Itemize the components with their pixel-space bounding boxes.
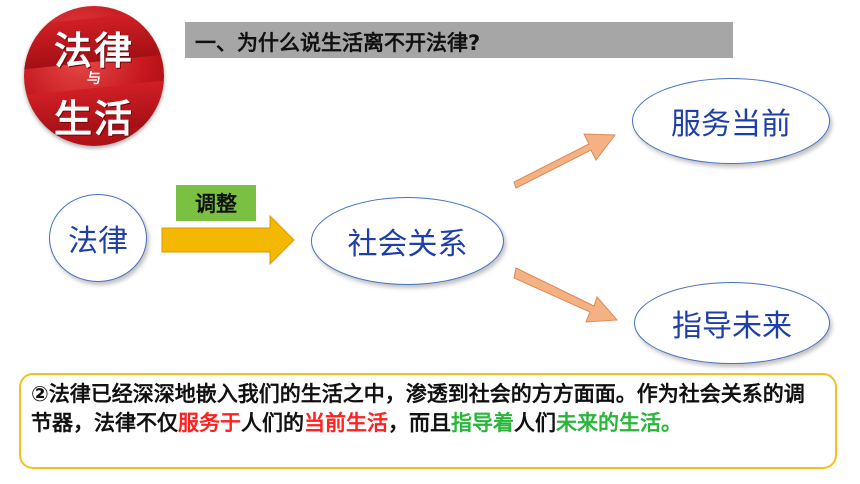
node-law-label: 法律	[68, 224, 128, 259]
arrow-to-guide	[513, 267, 619, 323]
note-highlight-serve: 服务于	[178, 411, 241, 435]
section-title: 一、为什么说生活离不开法律?	[195, 31, 481, 55]
section-title-bar: 一、为什么说生活离不开法律?	[185, 22, 733, 58]
note-text-4: 人们	[514, 411, 556, 435]
note-highlight-future: 未来	[556, 411, 598, 435]
edge-label-text: 调整	[195, 192, 237, 216]
node-law: 法律	[49, 194, 147, 282]
logo-text-middle: 与	[87, 71, 101, 87]
note-highlight-guide: 指导着	[451, 411, 514, 435]
node-social-relations: 社会关系	[311, 197, 504, 285]
node-guide-future-label: 指导未来	[672, 309, 792, 344]
node-serve-current-label: 服务当前	[671, 107, 791, 142]
node-social-relations-label: 社会关系	[347, 227, 468, 262]
summary-note: ②法律已经深深地嵌入我们的生活之中，渗透到社会的方方面面。作为社会关系的调节器，…	[19, 373, 837, 469]
logo-text-bottom: 生活	[53, 97, 134, 141]
note-text-3: ，而且	[388, 411, 451, 435]
node-serve-current: 服务当前	[632, 78, 830, 164]
edge-label-adjust: 调整	[176, 185, 256, 221]
arrow-adjust	[161, 214, 295, 266]
note-highlight-current: 当前生活	[304, 411, 388, 435]
logo-text-top: 法律	[53, 29, 134, 73]
note-text-2: 人们的	[241, 411, 304, 435]
arrow-to-serve	[513, 133, 616, 189]
law-and-life-logo: 法律 与 生活	[24, 6, 164, 146]
note-text-1: ②法律已经深深地嵌入我们的生活之中，渗透到社会的方方面面。作为社会关系的调节器，…	[31, 382, 805, 435]
node-guide-future: 指导未来	[634, 282, 830, 364]
note-text-5: 的生活。	[598, 411, 682, 435]
